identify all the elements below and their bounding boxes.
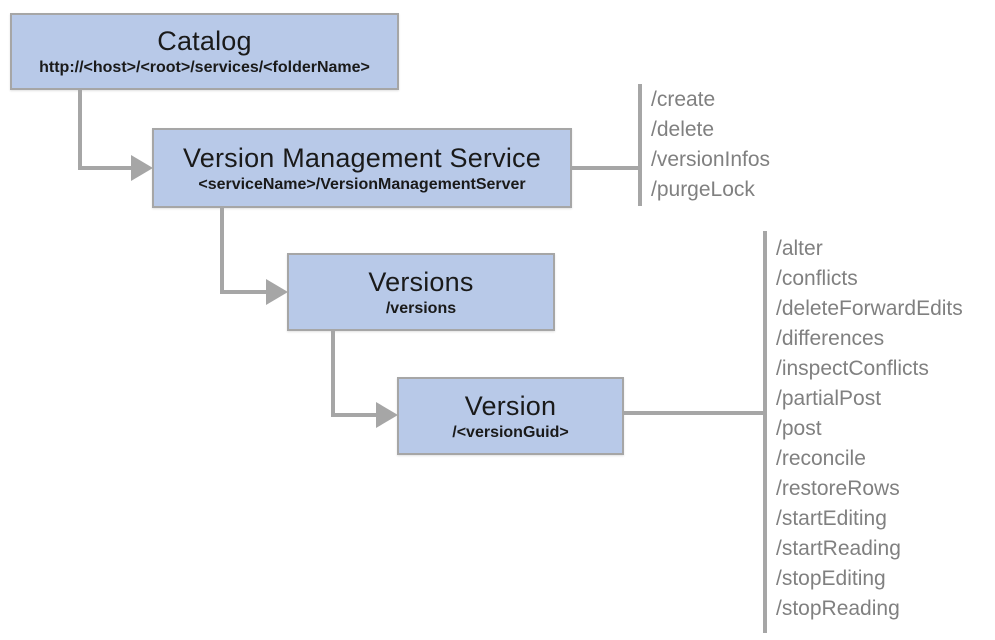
- operation-item: /purgeLock: [651, 178, 755, 201]
- node-versions-url: /versions: [385, 299, 457, 317]
- operation-item: /alter: [776, 237, 823, 260]
- connector-vms-operations: [572, 166, 638, 170]
- operation-item: /partialPost: [776, 387, 882, 410]
- operation-item: /conflicts: [776, 267, 858, 290]
- operation-item: /delete: [651, 118, 715, 141]
- operation-item: /restoreRows: [776, 477, 900, 500]
- version-operations-list: /alter/conflicts/deleteForwardEdits/diff…: [776, 234, 963, 624]
- node-version-management-service: Version Management Service <serviceName>…: [152, 128, 572, 208]
- node-catalog: Catalog http://<host>/<root>/services/<f…: [10, 13, 399, 90]
- operation-item: /startEditing: [776, 507, 887, 530]
- node-catalog-title: Catalog: [157, 26, 252, 56]
- connector-catalog-vms-vertical: [78, 90, 82, 170]
- node-version-title: Version: [464, 390, 557, 421]
- operation-item: /post: [776, 417, 822, 440]
- connector-versions-version-vertical: [331, 331, 335, 417]
- arrow-right-icon: [266, 279, 288, 305]
- connector-version-operations: [624, 411, 763, 415]
- connector-vms-versions-horizontal: [220, 290, 269, 294]
- node-vms-url: <serviceName>/VersionManagementServer: [198, 175, 526, 193]
- arrow-right-icon: [131, 155, 153, 181]
- version-operations-bracket: [763, 231, 767, 633]
- operation-item: /create: [651, 88, 716, 111]
- vms-operations-bracket: [638, 84, 642, 206]
- node-version: Version /<versionGuid>: [397, 377, 624, 455]
- node-catalog-url: http://<host>/<root>/services/<folderNam…: [39, 59, 370, 76]
- node-vms-title: Version Management Service: [183, 142, 541, 173]
- connector-catalog-vms-horizontal: [78, 166, 134, 170]
- vms-operations-list: /create/delete/versionInfos/purgeLock: [651, 85, 770, 205]
- operation-item: /versionInfos: [651, 148, 771, 171]
- connector-versions-version-horizontal: [331, 413, 379, 417]
- operation-item: /stopReading: [776, 597, 900, 620]
- operation-item: /inspectConflicts: [776, 357, 929, 380]
- operation-item: /differences: [776, 327, 885, 350]
- operation-item: /stopEditing: [776, 567, 886, 590]
- operation-item: /startReading: [776, 537, 901, 560]
- operation-item: /reconcile: [776, 447, 866, 470]
- node-versions-title: Versions: [368, 266, 474, 297]
- operation-item: /deleteForwardEdits: [776, 297, 963, 320]
- node-versions: Versions /versions: [287, 253, 555, 331]
- connector-vms-versions-vertical: [220, 208, 224, 294]
- arrow-right-icon: [376, 402, 398, 428]
- node-version-url: /<versionGuid>: [452, 423, 569, 441]
